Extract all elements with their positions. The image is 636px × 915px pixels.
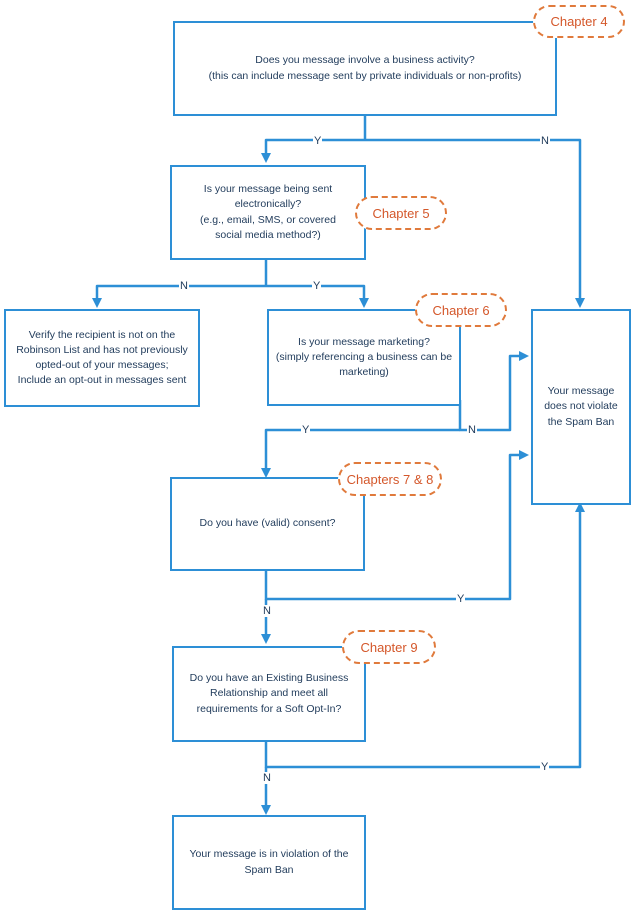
chapter-5-label: Chapter 5 xyxy=(372,205,430,221)
connector-consent-yes xyxy=(264,450,529,601)
chapter-9-label: Chapter 9 xyxy=(360,639,418,655)
chapter-9-badge: Chapter 9 xyxy=(342,630,436,664)
box-robinson-text: Verify the recipient is not on the Robin… xyxy=(16,328,188,387)
box-soft-opt-in-text: Do you have an Existing Business Relatio… xyxy=(189,672,349,715)
box-business-activity: Does you message involve a business acti… xyxy=(173,21,557,116)
chapters-7-8-label: Chapters 7 & 8 xyxy=(346,471,434,487)
box-violation: Your message is in violation of the Spam… xyxy=(172,815,366,910)
label-softoptin-no: N xyxy=(262,772,272,784)
label-electronic-no: N xyxy=(179,280,189,292)
label-marketing-yes: Y xyxy=(301,424,311,436)
chapters-7-8-badge: Chapters 7 & 8 xyxy=(338,462,442,496)
label-consent-no: N xyxy=(262,605,272,617)
box-electronic: Is your message being sent electronicall… xyxy=(170,165,366,260)
label-marketing-no: N xyxy=(467,424,477,436)
box-electronic-text: Is your message being sent electronicall… xyxy=(200,183,336,241)
box-consent-text: Do you have (valid) consent? xyxy=(199,517,336,530)
connector-electronic-yes xyxy=(266,284,369,308)
label-electronic-yes: Y xyxy=(312,280,322,292)
box-robinson: Verify the recipient is not on the Robin… xyxy=(4,309,200,407)
box-business-activity-text: Does you message involve a business acti… xyxy=(208,54,522,82)
label-softoptin-yes: Y xyxy=(540,761,550,773)
box-no-violation-text: Your message does not violate the Spam B… xyxy=(544,385,618,428)
box-marketing: Is your message marketing? (simply refer… xyxy=(267,309,461,406)
label-consent-yes: Y xyxy=(456,593,466,605)
label-business-no: N xyxy=(540,135,550,147)
chapter-6-label: Chapter 6 xyxy=(432,302,490,318)
chapter-4-label: Chapter 4 xyxy=(550,14,608,29)
box-consent: Do you have (valid) consent? xyxy=(170,477,365,571)
chapter-4-badge: Chapter 4 xyxy=(533,5,625,38)
chapter-6-badge: Chapter 6 xyxy=(415,293,507,327)
connector-softoptin-yes xyxy=(264,502,585,769)
connector-marketing-no xyxy=(458,351,529,432)
box-soft-opt-in: Do you have an Existing Business Relatio… xyxy=(172,646,366,742)
connector-business-yes xyxy=(261,138,365,163)
chapter-5-badge: Chapter 5 xyxy=(355,196,447,230)
box-marketing-text: Is your message marketing? (simply refer… xyxy=(275,335,453,379)
connector-electronic-no xyxy=(92,284,266,308)
connector-marketing-yes xyxy=(261,428,460,478)
connector-business-no xyxy=(365,138,585,308)
box-no-violation: Your message does not violate the Spam B… xyxy=(531,309,631,505)
box-violation-text: Your message is in violation of the Spam… xyxy=(189,848,349,876)
label-business-yes: Y xyxy=(313,135,323,147)
